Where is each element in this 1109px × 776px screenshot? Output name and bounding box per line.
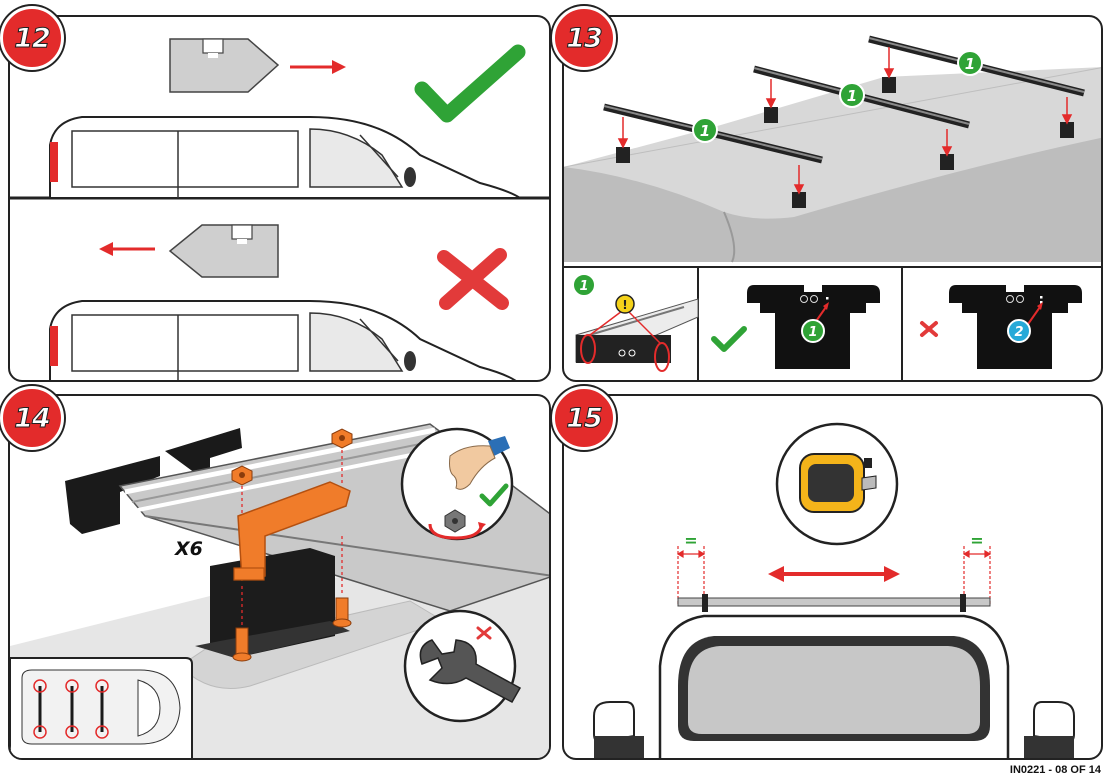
step-15-panel: = = xyxy=(562,394,1103,760)
bolt-right xyxy=(332,597,352,628)
van-side-bottom xyxy=(49,300,517,380)
van-rear-view xyxy=(593,614,1075,758)
equal-sign-left: = xyxy=(684,531,697,550)
step-15-badge: 15 xyxy=(552,386,616,450)
arrow-left-icon xyxy=(99,242,155,256)
step-13-panel: 1 1 1 1 ! xyxy=(562,15,1103,382)
step-14-panel: X6 xyxy=(8,394,551,760)
overhang-right-marker xyxy=(962,546,992,606)
step-15-illustration: = = xyxy=(593,422,1075,758)
arrow-right-icon xyxy=(290,60,346,74)
step-14-badge: 14 xyxy=(0,386,64,450)
equal-sign-right: = xyxy=(970,531,983,550)
bar-profile-backward xyxy=(168,224,279,278)
step-13-badge: 13 xyxy=(552,6,616,70)
check-icon-small xyxy=(711,326,747,352)
svg-text:2: 2 xyxy=(1014,325,1023,340)
svg-text:1: 1 xyxy=(847,87,857,105)
page-footer: IN0221 - 08 OF 14 xyxy=(1009,764,1101,776)
end-plate-wrong: 2 xyxy=(949,285,1082,369)
svg-text:!: ! xyxy=(622,298,627,312)
svg-text:1: 1 xyxy=(579,279,588,294)
svg-text:1: 1 xyxy=(700,122,710,140)
bolt-left xyxy=(232,627,252,662)
tape-measure-inset xyxy=(775,422,899,546)
number-badge-1a: 1 xyxy=(692,117,718,143)
down-arrows xyxy=(617,47,1073,195)
overhang-left-marker xyxy=(676,546,706,606)
step-12-illustration xyxy=(10,38,549,380)
bar-end-detail: 1 ! xyxy=(572,273,699,372)
bar-profile-forward xyxy=(169,38,280,93)
number-badge-1b: 1 xyxy=(839,82,865,108)
step-14-illustration xyxy=(10,423,549,758)
nut-top-left xyxy=(231,465,253,486)
hand-tighten-inset xyxy=(400,427,514,541)
nut-top-right xyxy=(331,428,353,449)
step-13-illustration: 1 1 1 1 ! xyxy=(564,35,1101,380)
cross-icon-small xyxy=(920,321,938,337)
step-12-panel xyxy=(8,15,551,382)
check-icon xyxy=(414,44,526,123)
end-plates xyxy=(65,428,242,534)
van-top-view-inset xyxy=(10,657,193,758)
wrench-inset xyxy=(403,609,522,723)
svg-text:1: 1 xyxy=(808,325,817,340)
orange-bracket xyxy=(233,481,351,581)
van-side-top xyxy=(49,116,524,199)
cross-icon xyxy=(437,248,509,310)
quantity-label: X6 xyxy=(175,538,203,560)
roof-bar-rear-view xyxy=(677,594,991,612)
end-plate-correct: 1 xyxy=(747,285,880,369)
dashed-guides xyxy=(241,450,343,626)
svg-text:1: 1 xyxy=(965,55,975,73)
step-12-badge: 12 xyxy=(0,6,64,70)
roof-feet xyxy=(616,77,1074,208)
number-badge-1c: 1 xyxy=(957,50,983,76)
measure-arrow-icon xyxy=(768,566,900,582)
